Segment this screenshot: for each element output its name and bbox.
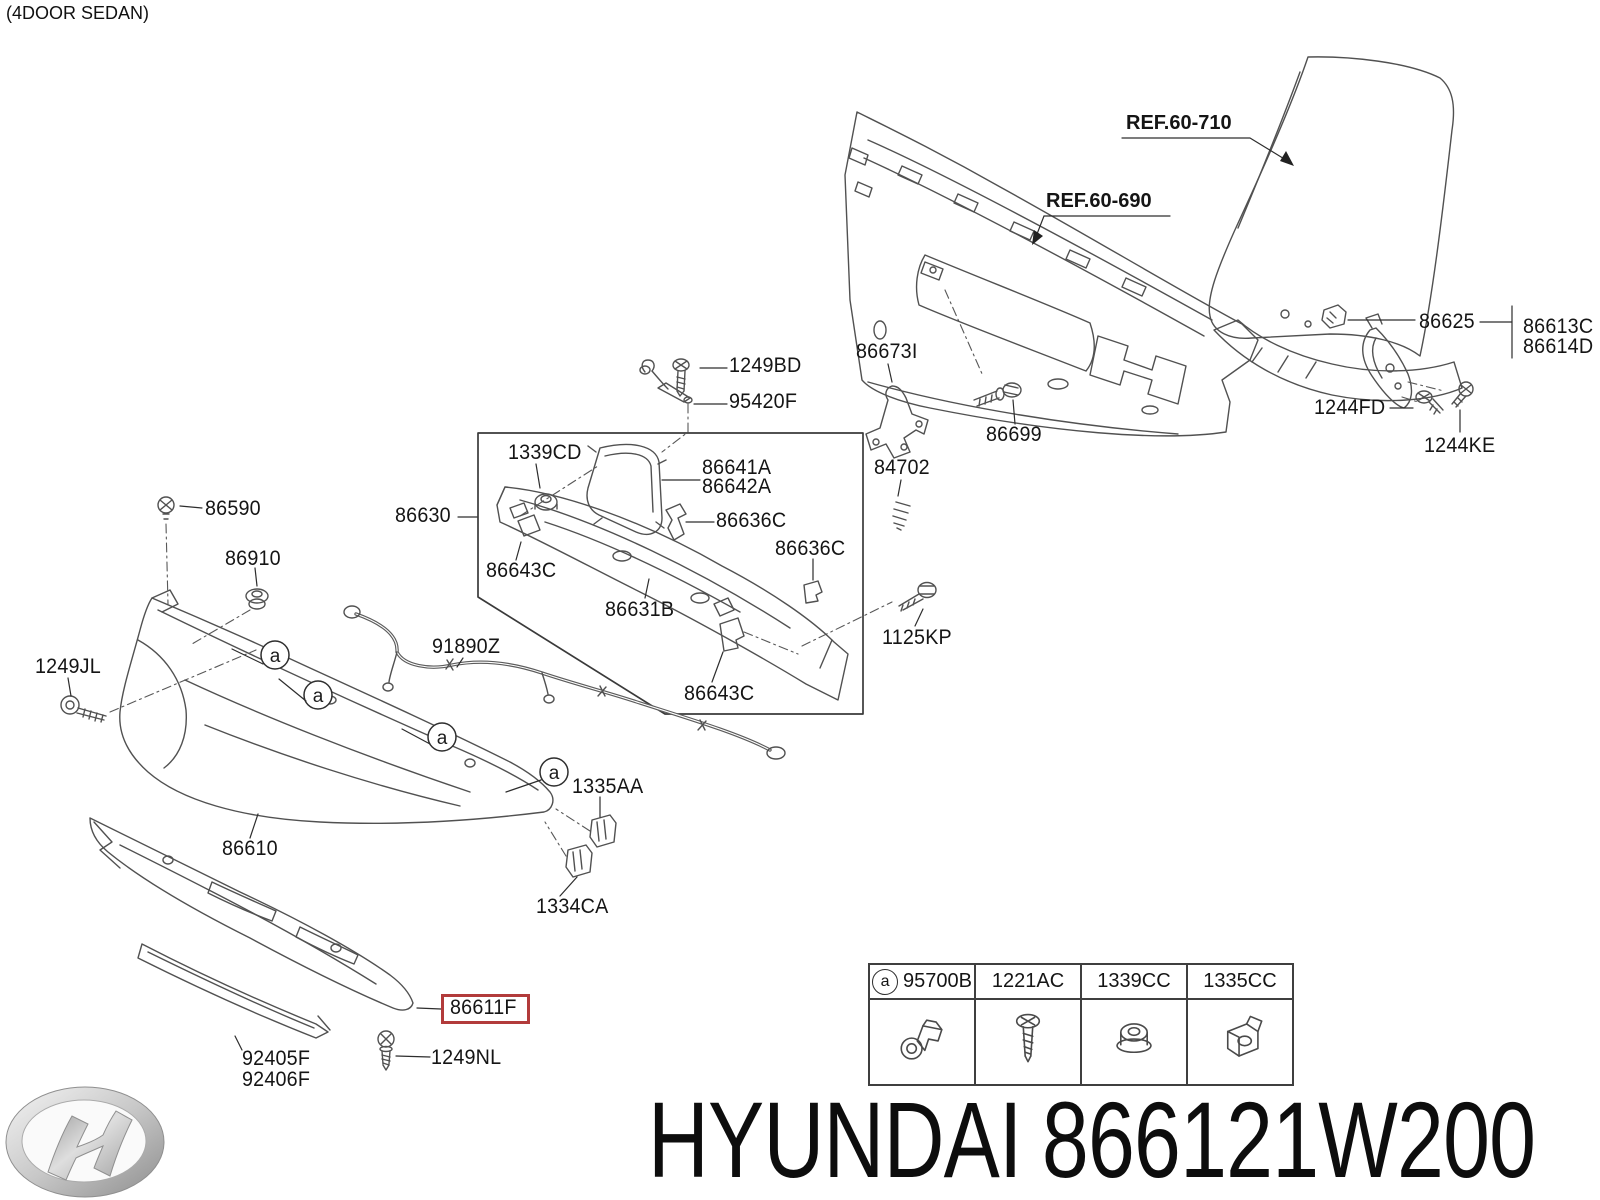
part-label-86643c-1: 86643C: [486, 559, 557, 582]
part-label-86642a: 86642A: [702, 475, 772, 498]
part-label-91890z: 91890Z: [432, 635, 501, 658]
part-label-1125kp: 1125KP: [882, 626, 952, 649]
part-label-86590: 86590: [205, 497, 261, 520]
tapping-screw-icon: [1015, 1013, 1041, 1062]
flange-nut-icon: [1116, 1022, 1152, 1053]
part-label-86613c: 86613C: [1523, 315, 1594, 338]
hyundai-logo: [5, 1086, 165, 1198]
fastener-legend-table: a 95700B 1221AC 1339CC 1335CC: [868, 963, 1294, 1086]
rail-86631b-drawing: [496, 486, 849, 701]
screw-86590-drawing: [157, 496, 175, 520]
part-label-1249jl: 1249JL: [35, 655, 101, 678]
highlighted-part-label-86611f: 86611F: [441, 994, 530, 1024]
legend-part-number: 1335CC: [1203, 970, 1277, 992]
bolt-1244fd-drawing: [1415, 390, 1444, 415]
bumper-cover-drawing: [119, 589, 554, 824]
legend-cell-1221ac: [974, 998, 1082, 1086]
part-label-1244ke: 1244KE: [1424, 434, 1496, 457]
part-label-1339cd: 1339CD: [508, 441, 582, 464]
rear-panel-drawing: [844, 111, 1259, 437]
legend-part-number: 95700B: [903, 970, 972, 992]
bracket-86636c-drawing-1: [665, 503, 687, 541]
part-label-86636c-1: 86636C: [716, 509, 787, 532]
part-label-95420f: 95420F: [729, 390, 798, 413]
spring-clip-icon: [1226, 1015, 1263, 1057]
part-label-1244fd: 1244FD: [1314, 396, 1386, 419]
sensor-95420f-drawing: [639, 359, 693, 404]
part-label-1249nl: 1249NL: [431, 1046, 502, 1069]
legend-header-1335cc: 1335CC: [1186, 963, 1294, 1000]
part-label-84702: 84702: [874, 456, 930, 479]
bracket-86636c-drawing-2: [803, 580, 823, 604]
molding-strip-drawing: [137, 943, 331, 1039]
part-label-86699: 86699: [986, 423, 1042, 446]
legend-header-95700b: a 95700B: [868, 963, 976, 1000]
legend-cell-1339cc: [1080, 998, 1188, 1086]
callout-a-4: a: [549, 763, 560, 784]
bracket-86641a-drawing: [586, 443, 667, 536]
callout-a-badge: a: [872, 968, 899, 995]
reinforcement-group-box: [477, 432, 864, 715]
clip-1335aa-drawing: [589, 814, 617, 848]
screw-1249nl-drawing: [377, 1030, 395, 1071]
part-label-86631b: 86631B: [605, 598, 675, 621]
part-label-86673i: 86673I: [856, 340, 918, 363]
part-label-92406f: 92406F: [242, 1068, 311, 1091]
bracket-86643c-drawing-2: [713, 597, 745, 652]
part-label-86641a: 86641A: [702, 456, 772, 479]
ref-label-60-710: REF.60-710: [1126, 112, 1232, 134]
part-label-1335aa: 1335AA: [572, 775, 644, 798]
legend-cell-1335cc: [1186, 998, 1294, 1086]
callout-a-3: a: [437, 728, 448, 749]
part-label-86610: 86610: [222, 837, 278, 860]
quarter-panel-drawing: [1208, 56, 1463, 402]
part-label-86636c-2: 86636C: [775, 537, 846, 560]
legend-part-number: 1221AC: [991, 970, 1065, 992]
leader-lines: [67, 137, 1513, 1058]
lower-valance-drawing: [89, 817, 414, 1011]
screw-1244ke-drawing: [1451, 381, 1474, 408]
screw-1249bd-drawing: [672, 358, 690, 397]
part-label-86625: 86625: [1419, 310, 1475, 333]
legend-header-1339cc: 1339CC: [1080, 963, 1188, 1000]
bolt-86699-drawing: [973, 382, 1022, 407]
part-label-92405f: 92405F: [242, 1047, 311, 1070]
clip-1334ca-drawing: [565, 844, 593, 878]
ref-label-60-690: REF.60-690: [1046, 190, 1152, 212]
legend-header-1221ac: 1221AC: [974, 963, 1082, 1000]
catalog-number-text: 866121W200: [1041, 1079, 1536, 1200]
variant-note: (4DOOR SEDAN): [6, 3, 150, 23]
part-label-1334ca: 1334CA: [536, 895, 609, 918]
brand-text: HYUNDAI: [648, 1079, 1022, 1200]
callout-markers: a a a a: [260, 640, 569, 787]
part-label-1249bd: 1249BD: [729, 354, 802, 377]
parking-sensor-icon: [900, 1018, 943, 1060]
callout-a-2: a: [313, 686, 324, 707]
bolt-1249jl-drawing: [60, 695, 107, 723]
harness-91890z-drawing: [343, 605, 786, 760]
part-label-86643c-2: 86643C: [684, 682, 755, 705]
callout-a-1: a: [270, 646, 281, 667]
part-label-86910: 86910: [225, 547, 281, 570]
side-marker-bracket-drawing: [1362, 313, 1413, 409]
nut-1339cd-drawing: [534, 493, 558, 511]
grommet-86910-drawing: [245, 588, 269, 610]
bolt-1125kp-drawing: [898, 581, 937, 612]
part-label-86614d: 86614D: [1523, 335, 1594, 358]
bracket-86673i-drawing: [865, 385, 929, 459]
legend-part-number: 1339CC: [1097, 970, 1171, 992]
legend-cell-95700b: [868, 998, 976, 1086]
part-label-86630: 86630: [395, 504, 451, 527]
screw-84702-drawing: [892, 501, 911, 531]
bracket-86643c-drawing-1: [509, 502, 541, 537]
clip-86625-drawing: [1321, 304, 1347, 329]
